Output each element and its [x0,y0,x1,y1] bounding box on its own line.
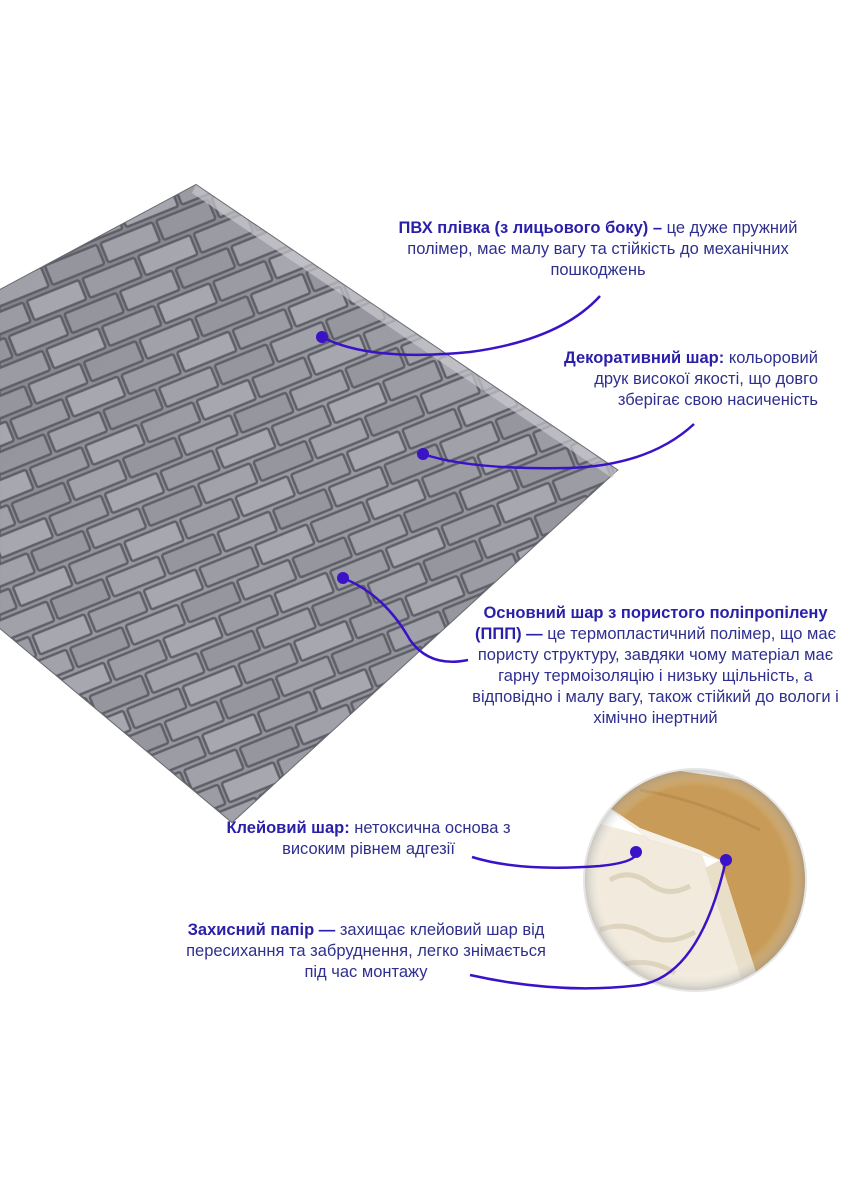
callout-decor: Декоративний шар: кольоровий друк високо… [550,348,818,411]
callout-base-title: Основний шар з пористого поліпропілену (… [475,604,828,643]
callout-paper-title: Захисний папір — [187,921,336,939]
callout-base: Основний шар з пористого поліпропілену (… [468,603,843,729]
dot-paper [720,854,732,866]
callout-pvc: ПВХ плівка (з лицьового боку) – це дуже … [398,218,798,281]
leader-line-pvc [321,295,601,357]
callout-paper: Захисний папір — захищає клейовий шар ві… [182,920,550,983]
leader-line-base [342,576,469,664]
layer-sample-circle [583,768,807,992]
leader-line-decor [422,423,695,470]
callout-adhesive: Клейовий шар: нетоксична основа з високи… [226,818,511,860]
callout-pvc-desc: це дуже пружний полімер, має малу вагу т… [407,219,798,279]
dot-decor [417,448,429,460]
callout-pvc-title: ПВХ плівка (з лицьового боку) – [398,219,663,237]
leader-line-paper [469,859,728,990]
wall-panel [0,183,619,824]
callout-paper-desc: захищає клейовий шар від пересихання та … [186,921,546,981]
leader-dots [316,331,732,866]
leader-lines [321,295,728,990]
leader-line-adhesive [471,851,638,869]
callout-adhesive-desc: нетоксична основа з високим рівнем адгез… [282,819,511,858]
dot-adhesive [630,846,642,858]
dot-pvc [316,331,328,343]
callout-decor-desc: кольоровий друк високої якості, що довго… [594,349,818,409]
dot-base [337,572,349,584]
callout-base-desc: це термопластичний полімер, що має порис… [472,625,839,727]
callout-adhesive-title: Клейовий шар: [226,819,350,837]
callout-decor-title: Декоративний шар: [564,349,725,367]
